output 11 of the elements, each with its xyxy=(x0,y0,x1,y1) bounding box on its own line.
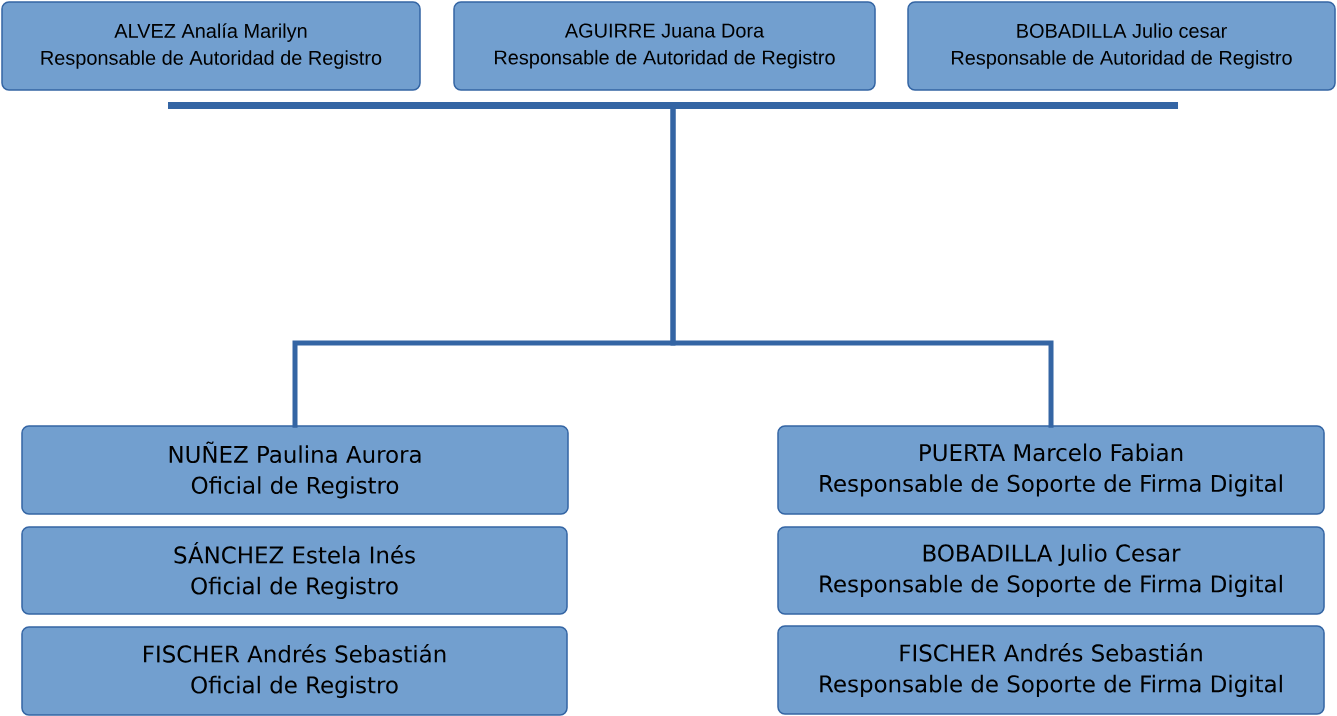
person-box: BOBADILLA Julio cesar Responsable de Autoridad de Registro xyxy=(907,1,1336,91)
person-box: PUERTA Marcelo Fabian Responsable de Soporte de Firma Digital xyxy=(777,425,1325,515)
person-box: SÁNCHEZ Estela Inés Oficial de Registro xyxy=(21,526,568,615)
person-box: ALVEZ Analía Marilyn Responsable de Autoridad de Registro xyxy=(1,1,421,91)
connector-bar xyxy=(168,102,1178,109)
person-box: AGUIRRE Juana Dora Responsable de Autoridad de Registro xyxy=(453,1,876,91)
connector-line xyxy=(670,106,1054,428)
person-box: NUÑEZ Paulina Aurora Oficial de Registro xyxy=(21,425,569,515)
person-box: FISCHER Andrés Sebastián Responsable de Soporte de Firma Digital xyxy=(777,625,1325,715)
person-box: FISCHER Andrés Sebastián Oficial de Registro xyxy=(21,626,568,716)
person-box: BOBADILLA Julio Cesar Responsable de Soporte de Firma Digital xyxy=(777,526,1325,615)
